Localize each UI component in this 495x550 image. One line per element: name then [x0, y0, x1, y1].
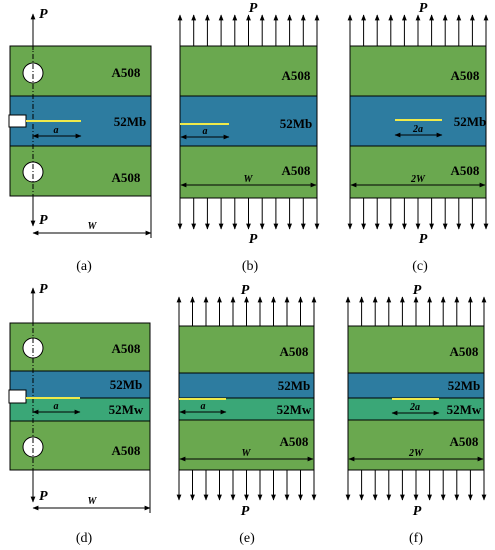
a508-top-block — [349, 45, 487, 97]
pin-hole-top — [22, 62, 44, 84]
width-label: W — [244, 174, 254, 185]
a508-bottom-block — [347, 419, 485, 471]
material-label-weld: 52Mw — [447, 402, 482, 417]
material-label-weld: 52Mw — [109, 402, 144, 417]
panel-caption: (d) — [76, 531, 93, 546]
load-arrows-top — [345, 296, 487, 326]
panel-caption: (f) — [409, 531, 423, 546]
load-label-top: P — [419, 1, 428, 16]
a508-top-block — [178, 325, 315, 374]
crack-length-label: a — [54, 401, 59, 412]
panel-e: a W A508 52Mb 52Mw A508 P P (e) — [176, 283, 317, 546]
panel-d: P P a W A508 52Mb 52Mw A508 (d) — [8, 282, 151, 546]
width-label: W — [242, 448, 252, 459]
width-label: W — [88, 221, 98, 232]
material-label-buttering: 52Mb — [278, 378, 311, 393]
width-label: W — [88, 496, 98, 507]
load-label-top: P — [413, 283, 422, 298]
material-label-top: A508 — [282, 68, 311, 83]
panel-f: 2a 2W A508 52Mb 52Mw A508 P P (f) — [345, 283, 487, 546]
load-arrows-top — [347, 14, 489, 46]
panel-caption: (c) — [412, 259, 428, 274]
crack-length-label: a — [203, 126, 208, 137]
material-label-top: A508 — [450, 344, 479, 359]
load-arrows-bottom — [347, 198, 489, 230]
panel-a: P P a W A508 52Mb A508 (a) — [8, 7, 152, 274]
material-label-top: A508 — [112, 341, 141, 356]
material-label-bottom: A508 — [282, 163, 311, 178]
load-label-bottom: P — [249, 232, 258, 247]
a508-top-block — [347, 325, 485, 374]
load-arrows-bottom — [177, 198, 320, 230]
panel-caption: (b) — [242, 259, 259, 274]
panel-caption: (e) — [239, 531, 255, 546]
a508-bottom-block — [349, 145, 487, 199]
width-label: 2W — [410, 174, 426, 185]
material-label-buttering: 52Mb — [454, 114, 487, 129]
material-label-top: A508 — [112, 65, 141, 80]
material-label-buttering: 52Mb — [280, 116, 313, 131]
buttering-layer-52mb — [347, 372, 485, 399]
material-label-buttering: 52Mb — [448, 378, 481, 393]
a508-bottom-block — [179, 145, 318, 199]
material-label-bottom: A508 — [112, 170, 141, 185]
machined-notch — [8, 114, 27, 128]
material-label-top: A508 — [280, 344, 309, 359]
load-label-bottom: P — [39, 213, 48, 228]
crack-length-label: 2a — [409, 402, 420, 413]
load-label-top: P — [241, 283, 250, 298]
load-arrows-top — [177, 14, 320, 46]
load-label-bottom: P — [413, 504, 422, 519]
machined-notch — [8, 389, 27, 404]
pin-hole-bottom — [22, 436, 44, 458]
panel-b: a W A508 52Mb A508 P P (b) — [177, 1, 320, 274]
crack-length-label: a — [54, 125, 59, 136]
material-label-weld: 52Mw — [277, 402, 312, 417]
a508-bottom-block — [178, 419, 315, 471]
load-label-top: P — [39, 7, 48, 22]
material-label-bottom: A508 — [450, 434, 479, 449]
material-label-buttering: 52Mb — [110, 377, 143, 392]
a508-top-block — [179, 45, 318, 97]
load-arrows-top — [176, 296, 317, 326]
width-label: 2W — [408, 448, 424, 459]
crack-length-label: a — [201, 401, 206, 412]
load-label-top: P — [39, 282, 48, 297]
load-label-bottom: P — [419, 232, 428, 247]
material-label-bottom: A508 — [451, 163, 480, 178]
panel-c: 2a 2W A508 52Mb A508 P P (c) — [347, 1, 489, 274]
material-label-buttering: 52Mb — [114, 114, 147, 129]
panel-caption: (a) — [76, 259, 92, 274]
material-label-top: A508 — [451, 68, 480, 83]
load-arrows-bottom — [345, 470, 487, 501]
material-label-bottom: A508 — [112, 443, 141, 458]
crack-length-label: 2a — [412, 124, 423, 135]
load-arrows-bottom — [176, 470, 317, 501]
load-label-top: P — [249, 1, 258, 16]
material-label-bottom: A508 — [280, 434, 309, 449]
load-label-bottom: P — [241, 504, 250, 519]
load-label-bottom: P — [39, 489, 48, 504]
